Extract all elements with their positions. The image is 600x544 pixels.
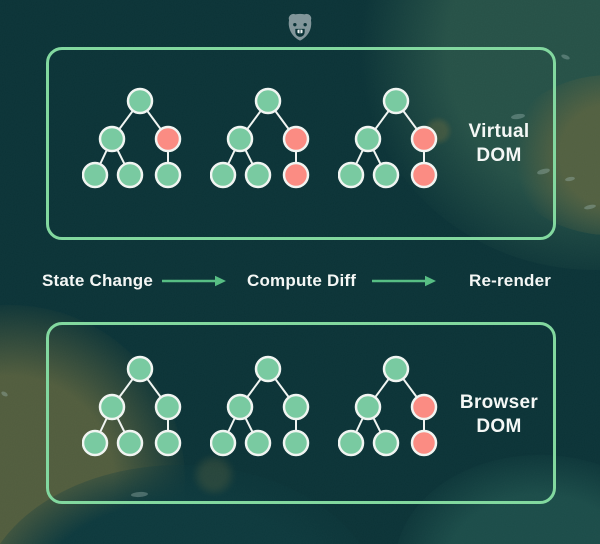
tree-node-red (410, 125, 438, 153)
tree-node-green (154, 393, 182, 421)
tree-node-green (282, 393, 310, 421)
tree-node-green (82, 429, 109, 457)
tree-node-red (410, 393, 438, 421)
tree-node-green (154, 161, 182, 189)
arrow-right-icon (162, 275, 226, 287)
tree-node-green (372, 429, 400, 457)
virtual-dom-panel: Virtual DOM (46, 47, 556, 240)
dom-tree (338, 87, 438, 189)
tree-node-green (282, 429, 310, 457)
dom-tree (82, 87, 182, 189)
tree-node-green (226, 393, 254, 421)
browser-dom-panel: Browser DOM (46, 322, 556, 504)
tree-node-red (282, 125, 310, 153)
tree-node-green (338, 161, 365, 189)
tree-node-red (410, 161, 438, 189)
tree-node-red (282, 161, 310, 189)
tree-node-green (210, 429, 237, 457)
tree-node-green (382, 355, 410, 383)
tree-node-green (244, 161, 272, 189)
tree-node-red (154, 125, 182, 153)
dom-tree (210, 87, 310, 189)
tree-node-green (82, 161, 109, 189)
tree-node-red (410, 429, 438, 457)
tree-node-green (126, 87, 154, 115)
tree-node-green (372, 161, 400, 189)
dom-tree (338, 355, 438, 457)
arrow-right-icon (372, 275, 436, 287)
tree-node-green (382, 87, 410, 115)
tree-node-green (116, 161, 144, 189)
step-compute-diff: Compute Diff (247, 271, 357, 290)
tree-node-green (254, 87, 282, 115)
tree-node-green (210, 161, 237, 189)
tree-node-green (354, 125, 382, 153)
tree-node-green (116, 429, 144, 457)
tree-node-green (154, 429, 182, 457)
bear-mascot-icon (288, 13, 312, 41)
browser-dom-label: Browser DOM (459, 392, 539, 437)
tree-node-green (254, 355, 282, 383)
tree-node-green (338, 429, 365, 457)
dom-tree (82, 355, 182, 457)
virtual-dom-label: Virtual DOM (468, 121, 530, 166)
tree-node-green (354, 393, 382, 421)
tree-node-green (244, 429, 272, 457)
tree-node-green (226, 125, 254, 153)
step-state-change: State Change (42, 271, 154, 290)
tree-node-green (98, 125, 126, 153)
tree-node-green (98, 393, 126, 421)
process-row: State Change Compute Diff Re-render (0, 240, 600, 322)
tree-node-green (126, 355, 154, 383)
dom-tree (210, 355, 310, 457)
step-re-render: Re-render (469, 271, 552, 290)
